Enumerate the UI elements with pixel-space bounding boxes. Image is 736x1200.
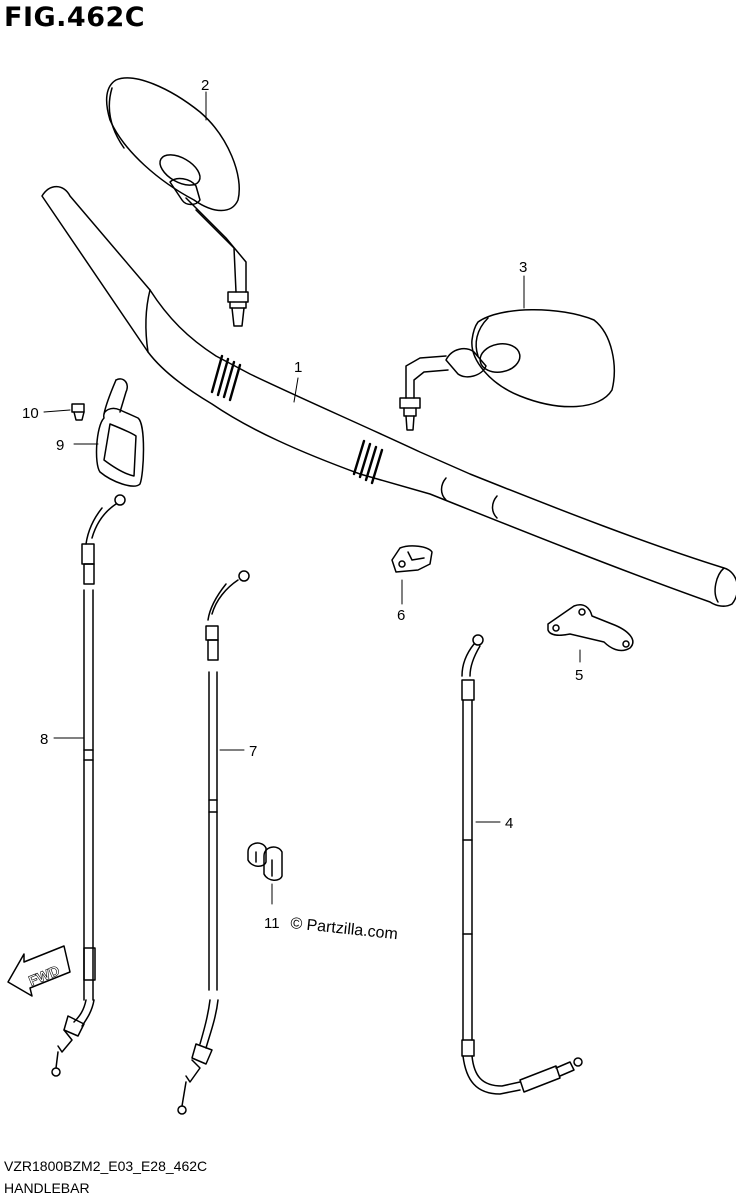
clamp[interactable] bbox=[391, 545, 433, 573]
callouts: 1 2 3 4 5 6 7 8 9 10 11 bbox=[22, 77, 583, 932]
holder-bracket[interactable] bbox=[95, 378, 145, 487]
watermark: © Partzilla.com bbox=[290, 915, 399, 943]
callout-1[interactable]: 1 bbox=[294, 359, 302, 376]
throttle-cable-no2[interactable] bbox=[177, 570, 250, 1115]
leader-lines bbox=[43, 91, 581, 905]
right-mirror[interactable] bbox=[399, 309, 615, 431]
callout-3[interactable]: 3 bbox=[519, 259, 527, 276]
bolt[interactable] bbox=[71, 403, 85, 421]
callout-10[interactable]: 10 bbox=[22, 405, 39, 422]
diagram-code: VZR1800BZM2_E03_E28_462C bbox=[4, 1158, 208, 1174]
callout-4[interactable]: 4 bbox=[505, 815, 513, 832]
callout-11[interactable]: 11 bbox=[264, 915, 280, 932]
cable-clamp[interactable] bbox=[247, 842, 283, 881]
callout-2[interactable]: 2 bbox=[201, 77, 209, 94]
left-mirror[interactable] bbox=[105, 77, 249, 327]
holder-plate[interactable] bbox=[547, 604, 634, 652]
clutch-cable[interactable] bbox=[461, 634, 583, 1095]
diagram-name: HANDLEBAR bbox=[4, 1180, 90, 1196]
fwd-label: FWD bbox=[26, 962, 62, 989]
throttle-cable-no1[interactable] bbox=[51, 494, 126, 1077]
callout-6[interactable]: 6 bbox=[397, 607, 405, 624]
figure-title: FIG.462C bbox=[4, 2, 146, 33]
handlebar[interactable] bbox=[41, 185, 736, 607]
callout-9[interactable]: 9 bbox=[56, 437, 64, 454]
callout-8[interactable]: 8 bbox=[40, 731, 48, 748]
callout-5[interactable]: 5 bbox=[575, 667, 583, 684]
callout-7[interactable]: 7 bbox=[249, 743, 257, 760]
fwd-arrow-icon bbox=[7, 945, 71, 997]
